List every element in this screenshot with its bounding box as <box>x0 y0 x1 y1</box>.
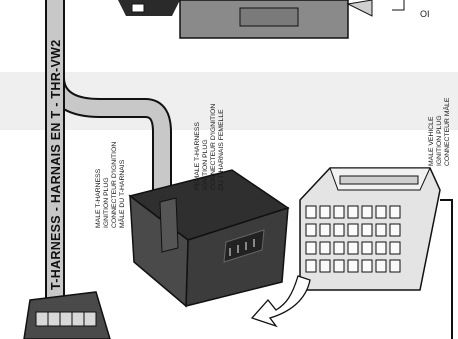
svg-text:FEMALE T-HARNESSIGNITION PLUGC: FEMALE T-HARNESSIGNITION PLUGCONNECTEUR … <box>194 104 225 190</box>
top-module <box>118 0 405 39</box>
connection-arrow <box>250 275 311 328</box>
label-line: CONNECTEUR D'IGNITION <box>111 142 118 228</box>
label-male-vehicle: MALE VEHICLEIGNITION PLUGCONNECTEUR MÂLE <box>428 97 451 166</box>
label-line: CONNECTEUR D'IGNITION <box>210 104 217 190</box>
svg-text:MALE VEHICLEIGNITION PLUGCONNE: MALE VEHICLEIGNITION PLUGCONNECTEUR MÂLE <box>428 97 451 166</box>
label-male-t-harness: MALE T-HARNESSIGNITION PLUGCONNECTEUR D'… <box>95 142 126 228</box>
svg-text:MALE T-HARNESSIGNITION PLUGCON: MALE T-HARNESSIGNITION PLUGCONNECTEUR D'… <box>95 142 126 228</box>
label-line: FEMALE T-HARNESS <box>194 122 201 190</box>
male-t-harness-connector <box>23 291 111 339</box>
label-line: MÂLE DU T-HARNAIS <box>117 159 126 228</box>
male-vehicle-connector <box>299 167 453 339</box>
label-line: IGNITION PLUG <box>436 115 443 166</box>
label-line: DU T-HARNAIS FEMELLE <box>218 109 225 190</box>
corner-text: OI <box>420 9 430 19</box>
label-line: CONNECTEUR MÂLE <box>442 97 451 166</box>
female-t-harness-connector <box>128 169 290 308</box>
harness-banner: T-HARNESS - HARNAIS EN T - THR-VW2 <box>49 40 63 290</box>
label-line: MALE VEHICLE <box>428 116 435 166</box>
label-line: IGNITION PLUG <box>202 139 209 190</box>
label-line: IGNITION PLUG <box>103 177 110 228</box>
label-line: MALE T-HARNESS <box>95 168 102 228</box>
label-female-t-harness: FEMALE T-HARNESSIGNITION PLUGCONNECTEUR … <box>194 104 225 190</box>
